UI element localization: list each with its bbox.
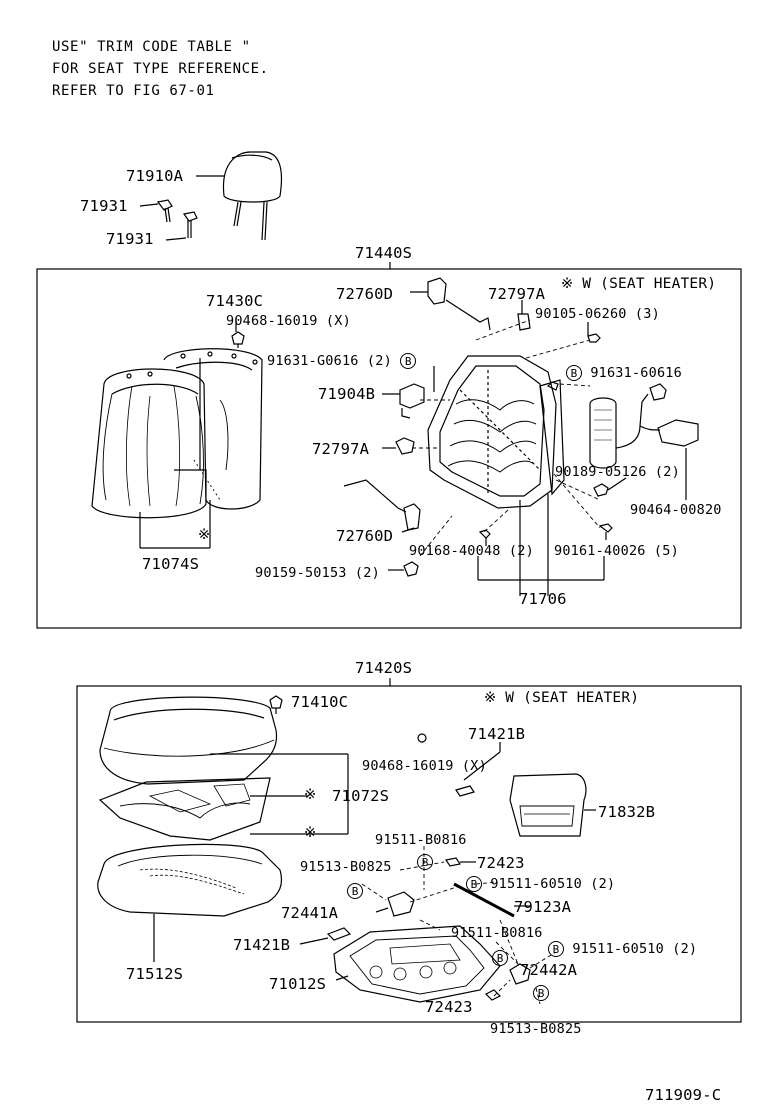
seatback-frame-drawing — [193, 277, 699, 596]
bolt-b-badge: B — [566, 365, 582, 381]
figure-code: 711909-C — [645, 1086, 722, 1104]
bolt-b-badge: B — [347, 883, 363, 899]
note-seat-type: FOR SEAT TYPE REFERENCE. — [52, 61, 269, 77]
part-72423-bot[interactable]: 72423 — [425, 998, 473, 1016]
part-71012S[interactable]: 71012S — [269, 975, 327, 993]
part-71072S[interactable]: 71072S — [332, 787, 390, 805]
part-90105-06260[interactable]: 90105-06260 (3) — [535, 306, 660, 322]
part-71931-b[interactable]: 71931 — [106, 230, 154, 248]
part-71931-a[interactable]: 71931 — [80, 197, 128, 215]
part-90159-50153[interactable]: 90159-50153 (2) — [255, 565, 380, 581]
seat-heater-note-lower: ※ W (SEAT HEATER) — [484, 690, 640, 706]
star-marker-upper: ※ — [198, 527, 211, 543]
part-91511-60510-bot[interactable]: B 91511-60510 (2) — [548, 941, 697, 957]
part-71512S[interactable]: 71512S — [126, 965, 184, 983]
part-71410C[interactable]: 71410C — [291, 693, 349, 711]
part-71421B-bot[interactable]: 71421B — [233, 936, 291, 954]
part-91511-60510-top[interactable]: B 91511-60510 (2) — [466, 876, 615, 892]
headrest-drawing — [139, 151, 283, 241]
seatback-group-box — [36, 268, 742, 629]
part-72442A[interactable]: 72442A — [520, 961, 578, 979]
part-90168-40048[interactable]: 90168-40048 (2) — [409, 543, 534, 559]
part-72423-top[interactable]: 72423 — [477, 854, 525, 872]
part-71706[interactable]: 71706 — [519, 590, 567, 608]
star-marker-lower-a: ※ — [304, 787, 317, 803]
seatback-cover-drawing — [91, 348, 263, 549]
part-91511-60510-top-number: 91511-60510 (2) — [490, 876, 616, 892]
part-72441A[interactable]: 72441A — [281, 904, 339, 922]
part-91511-60510-bot-number: 91511-60510 (2) — [572, 941, 698, 957]
note-refer-fig: REFER TO FIG 67-01 — [52, 83, 215, 99]
part-91513-B0825-top[interactable]: 91513-B0825 — [300, 859, 392, 875]
part-90468-16019-x[interactable]: 90468-16019 (X) — [226, 313, 351, 329]
part-72760D-top[interactable]: 72760D — [336, 285, 394, 303]
part-91631-60616[interactable]: B 91631-60616 — [566, 365, 682, 381]
part-71421B-top[interactable]: 71421B — [468, 725, 526, 743]
bolt-b-badge: B — [417, 854, 433, 870]
note-trim-code: USE" TRIM CODE TABLE " — [52, 39, 251, 55]
part-91631-G0616[interactable]: 91631-G0616 (2) B — [267, 353, 417, 369]
bolt-b-badge: B — [400, 353, 417, 369]
seatback-assembly-title[interactable]: 71440S — [355, 244, 413, 262]
part-90464-00820[interactable]: 90464-00820 — [630, 502, 722, 518]
part-91631-G0616-number: 91631-G0616 (2) — [267, 353, 392, 369]
part-91511-B0816-top[interactable]: 91511-B0816 — [375, 832, 467, 848]
part-72797A-mid[interactable]: 72797A — [312, 440, 370, 458]
part-72797A-top[interactable]: 72797A — [488, 285, 546, 303]
part-90189-05126[interactable]: 90189-05126 (2) — [555, 464, 680, 480]
star-marker-lower-b: ※ — [304, 825, 317, 841]
part-91513-B0825-bot[interactable]: 91513-B0825 — [490, 1021, 582, 1037]
part-91631-60616-number: 91631-60616 — [590, 365, 682, 381]
part-79123A[interactable]: 79123A — [514, 898, 572, 916]
seat-heater-note: ※ W (SEAT HEATER) — [561, 276, 717, 292]
cushion-group-box — [76, 685, 742, 1023]
bolt-b-badge: B — [548, 941, 564, 957]
part-72760D-bot[interactable]: 72760D — [336, 527, 394, 545]
part-71910A[interactable]: 71910A — [126, 167, 184, 185]
part-90161-40026[interactable]: 90161-40026 (5) — [554, 543, 679, 559]
part-71074S[interactable]: 71074S — [142, 555, 200, 573]
part-71430C[interactable]: 71430C — [206, 292, 264, 310]
cushion-drawing — [97, 695, 596, 1005]
part-91511-B0816-bot[interactable]: 91511-B0816 — [451, 925, 543, 941]
part-71904B[interactable]: 71904B — [318, 385, 376, 403]
bolt-b-badge: B — [492, 950, 508, 966]
part-90468-16019-lower[interactable]: 90468-16019 (X) — [362, 758, 487, 774]
part-71832B[interactable]: 71832B — [598, 803, 656, 821]
bolt-b-badge: B — [466, 876, 482, 892]
cushion-assembly-title[interactable]: 71420S — [355, 659, 413, 677]
bolt-b-badge: B — [533, 985, 549, 1001]
